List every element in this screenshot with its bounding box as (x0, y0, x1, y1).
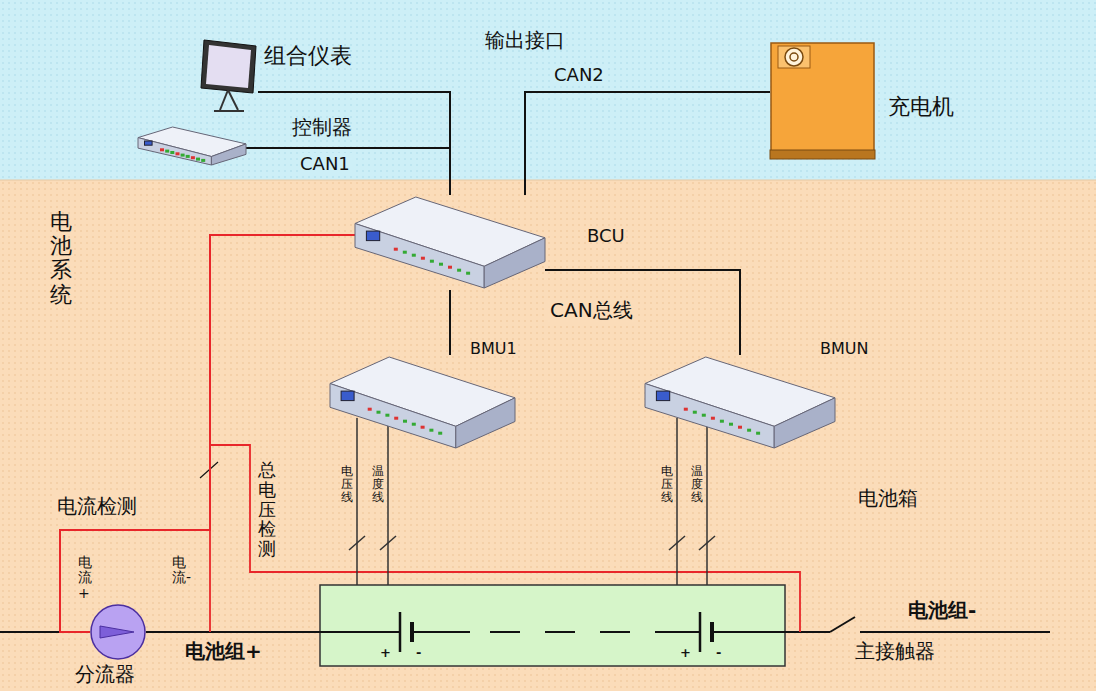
bcu-box: BCU (355, 195, 545, 290)
callout-label: 电压线 (341, 465, 353, 505)
band-texture (0, 180, 1096, 691)
connector (246, 148, 450, 195)
callout-label: 电池组+ (185, 639, 262, 663)
controller-icon: 控制器 (138, 125, 246, 167)
callout-label: 总电压检测 (258, 460, 276, 559)
callout-label: 电压线 (661, 465, 673, 505)
node-label: 电池系统 (50, 210, 72, 307)
device-drawing (645, 355, 835, 450)
node-label: BMUN (820, 339, 868, 358)
connector (545, 270, 740, 355)
bmu-box: BMUN (645, 355, 835, 450)
shunt-drawing (90, 604, 146, 660)
edge-label: CAN总线 (548, 298, 635, 322)
connector (525, 92, 770, 195)
instrument-icon: 组合仪表 (198, 38, 258, 113)
node-label: BCU (587, 225, 625, 247)
connector (258, 92, 450, 195)
connector (449, 290, 451, 355)
callout-label: + (680, 645, 691, 661)
edge-label: CAN2 (552, 64, 606, 86)
connector (60, 235, 355, 632)
callout-label: 电池组- (908, 598, 976, 622)
bmu-wire (349, 418, 715, 585)
callout-label: 温度线 (372, 465, 384, 505)
device-drawing (138, 125, 246, 167)
charger-drawing (770, 42, 875, 160)
monitor-drawing (198, 38, 258, 113)
charger-icon: 充电机 (770, 42, 875, 160)
callout-label: - (716, 645, 721, 661)
band-texture (0, 0, 1096, 180)
node-label: 分流器 (75, 662, 135, 686)
battery-box (320, 585, 785, 666)
shunt-symbol: 分流器 (90, 604, 146, 660)
battery-cell (400, 612, 712, 652)
edge-label: CAN1 (298, 153, 352, 175)
sense-wire (200, 445, 800, 632)
device-drawing (330, 355, 515, 450)
callout-label: 主接触器 (855, 639, 935, 663)
output-band: 输出接口组合仪表控制器充电机 (0, 0, 1096, 180)
callout-label: 电流+ (78, 555, 92, 601)
output-band (0, 0, 1096, 180)
node-label: 充电机 (888, 94, 954, 120)
node-label: 输出接口 (485, 28, 565, 52)
bmu-box: BMU1 (330, 355, 515, 450)
callout-label: 电池箱 (858, 486, 918, 510)
device-drawing (355, 195, 545, 290)
callout-label: + (380, 645, 391, 661)
node-label: 控制器 (292, 115, 352, 139)
node-label: 组合仪表 (264, 43, 352, 69)
callout-label: - (416, 645, 421, 661)
main-line (0, 617, 1050, 632)
node-label: BMU1 (470, 339, 517, 358)
callout-label: 温度线 (691, 465, 703, 505)
callout-label: 电流- (172, 555, 186, 586)
system-band (0, 180, 1096, 691)
edge-label: 电流检测 (55, 494, 139, 518)
